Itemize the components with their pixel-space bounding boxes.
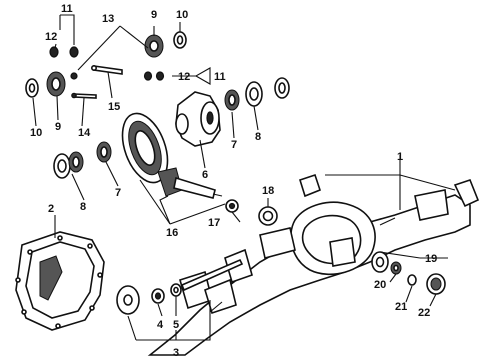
callout-12-right: 12 [178,71,190,83]
callout-22: 22 [418,307,430,319]
axle-flange [116,285,140,315]
callout-13: 13 [102,13,114,25]
differential-cover [15,231,105,331]
seal-21 [407,274,417,286]
axle-bearing [151,288,165,304]
callout-labels: 1 2 3 4 5 6 7 7 8 8 9 9 10 10 11 11 12 1… [30,3,437,359]
retainer-ring [371,251,389,273]
callout-17: 17 [208,217,220,229]
axle-shaft [180,258,244,292]
bearing-cup-left [53,153,71,179]
callout-2: 2 [48,203,54,215]
callout-14: 14 [78,127,91,139]
bearing-cone-right [224,89,240,111]
bearing-cup-right [245,81,263,107]
callout-10-top: 10 [176,9,188,21]
callout-9-top: 9 [151,9,157,21]
callout-1: 1 [397,151,403,163]
callout-19: 19 [425,253,437,265]
pinion-gear-right [143,71,165,81]
side-gear-left [46,71,66,97]
callout-11-right: 11 [214,71,226,83]
pinion-seal [258,206,278,226]
callout-21: 21 [395,301,407,313]
callout-9-left: 9 [55,121,61,133]
differential-case [175,91,221,147]
bearing-20 [390,261,402,275]
hub-22 [426,273,446,295]
thrust-washer-left [25,78,39,98]
callout-16: 16 [166,227,178,239]
callout-3: 3 [173,347,179,359]
lock-bolt [71,92,97,99]
callout-7-left: 7 [115,187,121,199]
callout-10-left: 10 [30,127,42,139]
side-gear-top [144,34,164,58]
callout-6: 6 [202,169,208,181]
bearing-lower-7 [96,141,112,163]
drive-pinion [157,167,223,199]
leader-lines [32,14,456,341]
callout-12-left: 12 [45,31,57,43]
callout-4: 4 [157,319,164,331]
pinion-spacer [225,199,239,213]
bearing-cup-top [274,77,290,99]
thrust-washer-top [173,31,187,49]
callout-8-left: 8 [80,201,86,213]
callout-11-top: 11 [61,3,73,15]
bearing-cone-left [68,151,84,173]
callout-5: 5 [173,319,179,331]
callout-8-right: 8 [255,131,261,143]
ring-gear [121,112,169,184]
pinion-gear-left [49,46,79,80]
callout-7-right: 7 [231,139,237,151]
axle-seal [170,283,182,297]
callout-20: 20 [374,279,386,291]
pinion-shaft [91,65,123,75]
callout-15: 15 [108,101,120,113]
axle-housing [147,173,480,356]
callout-18: 18 [262,185,274,197]
